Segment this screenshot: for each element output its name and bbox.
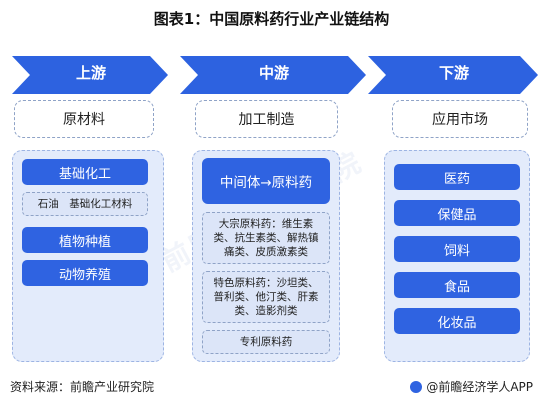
chart-title: 图表1：中国原料药行业产业链结构 bbox=[153, 10, 390, 28]
stage-label-midstream: 中游 bbox=[258, 64, 289, 82]
upstream-header: 原材料 bbox=[14, 100, 154, 138]
downstream-item-cosmetics: 化妆品 bbox=[394, 308, 520, 334]
midstream-top-item: 中间体→原料药 bbox=[202, 158, 330, 204]
downstream-item-health: 保健品 bbox=[394, 200, 520, 226]
stage-label-downstream: 下游 bbox=[438, 64, 469, 82]
chevron-midstream bbox=[180, 56, 366, 94]
downstream-item-medicine: 医药 bbox=[394, 164, 520, 190]
stage-label-upstream: 上游 bbox=[75, 64, 106, 82]
upstream-item-livestock: 动物养殖 bbox=[22, 260, 148, 286]
upstream-item-plants: 植物种植 bbox=[22, 227, 148, 253]
chevron-downstream bbox=[368, 56, 538, 94]
midstream-item-bulk: 大宗原料药：维生素类、抗生素类、解热镇痛类、皮质激素类 bbox=[202, 212, 330, 264]
upstream-item-petroleum: 石油 基础化工材料 bbox=[22, 192, 148, 216]
upstream-panel bbox=[12, 150, 164, 362]
brand-credit: @前瞻经济学人APP bbox=[410, 378, 533, 395]
downstream-header: 应用市场 bbox=[392, 100, 528, 138]
brand-logo-icon bbox=[410, 380, 423, 393]
chevron-upstream bbox=[12, 56, 168, 94]
midstream-header: 加工制造 bbox=[195, 100, 338, 138]
midstream-item-specialty: 特色原料药：沙坦类、普利类、他汀类、肝素类、造影剂类 bbox=[202, 271, 330, 323]
upstream-item-chemicals: 基础化工 bbox=[22, 159, 148, 185]
midstream-item-patent: 专利原料药 bbox=[202, 330, 330, 354]
downstream-item-feed: 饲料 bbox=[394, 236, 520, 262]
downstream-item-food: 食品 bbox=[394, 272, 520, 298]
source-note: 资料来源：前瞻产业研究院 bbox=[10, 380, 155, 394]
brand-label: @前瞻经济学人APP bbox=[426, 380, 533, 394]
